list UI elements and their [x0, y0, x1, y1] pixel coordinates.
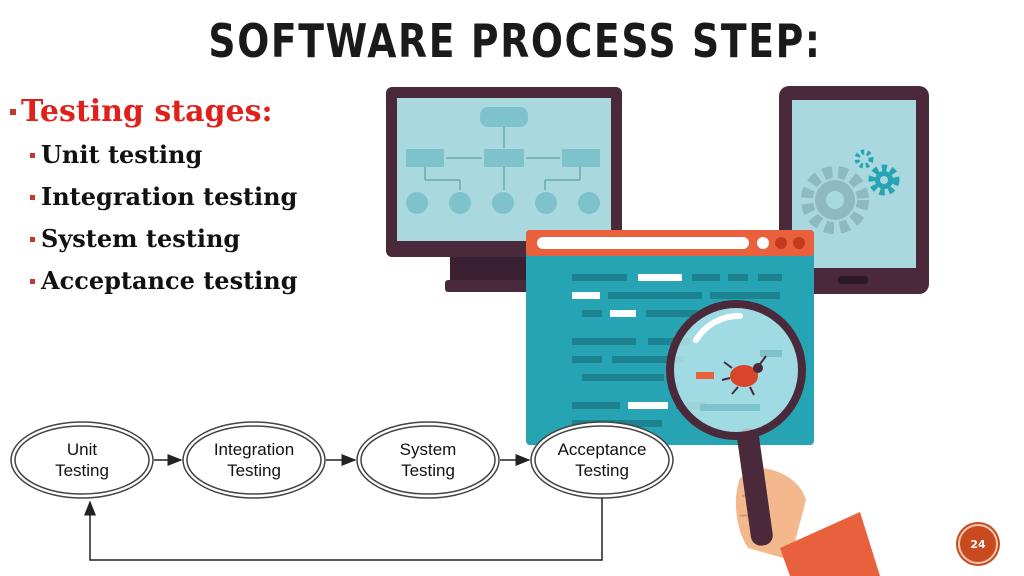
node-line2: Testing: [401, 461, 455, 480]
main-bullet: Testing stages:: [10, 90, 298, 134]
node-line1: System: [399, 440, 457, 459]
bullet-marker-icon: [30, 236, 35, 242]
flow-node-integration-inner: [186, 425, 322, 495]
sub-bullet-text: Unit testing: [41, 140, 203, 169]
bullet-marker-icon: [30, 278, 35, 284]
node-line2: Testing: [227, 461, 281, 480]
node-line1: Unit: [66, 440, 98, 459]
flow-node-label-integration: Integration Testing: [189, 439, 319, 481]
sub-bullet-text: Integration testing: [41, 182, 298, 211]
flow-node-acceptance-inner: [534, 425, 670, 495]
bug-icon: [721, 355, 767, 396]
sub-bullet-text: Acceptance testing: [41, 266, 298, 295]
flow-node-label-acceptance: Acceptance Testing: [537, 439, 667, 481]
flow-node-system-inner: [360, 425, 496, 495]
sub-bullet-text: System testing: [41, 224, 241, 253]
sub-bullet-list: Unit testing Integration testing System …: [10, 134, 298, 302]
node-line1: Integration: [213, 440, 295, 459]
sub-bullet-integration: Integration testing: [30, 176, 298, 218]
flow-node-unit-inner: [14, 425, 150, 495]
node-line2: Testing: [55, 461, 109, 480]
sub-bullet-acceptance: Acceptance testing: [30, 260, 298, 302]
bullet-list: Testing stages: Unit testing Integration…: [10, 90, 298, 302]
bullet-marker-icon: [30, 194, 35, 200]
node-line2: Testing: [575, 461, 629, 480]
gear-icon: [801, 149, 900, 234]
main-bullet-text: Testing stages:: [21, 94, 273, 129]
flowchart-screen-icon: [406, 107, 600, 214]
sub-bullet-unit: Unit testing: [30, 134, 298, 176]
flow-node-label-system: System Testing: [363, 439, 493, 481]
page-number-badge: 24: [958, 524, 998, 564]
flow-node-label-unit: Unit Testing: [17, 439, 147, 481]
flow-node-system: [356, 421, 500, 499]
node-line1: Acceptance: [557, 440, 647, 459]
testing-illustration: [386, 86, 929, 576]
sub-bullet-system: System testing: [30, 218, 298, 260]
bullet-marker-icon: [10, 109, 16, 115]
flow-feedback-arrow: [84, 498, 603, 561]
flow-node-integration: [182, 421, 326, 499]
flow-node-unit: [10, 421, 154, 499]
bullet-marker-icon: [30, 152, 35, 158]
